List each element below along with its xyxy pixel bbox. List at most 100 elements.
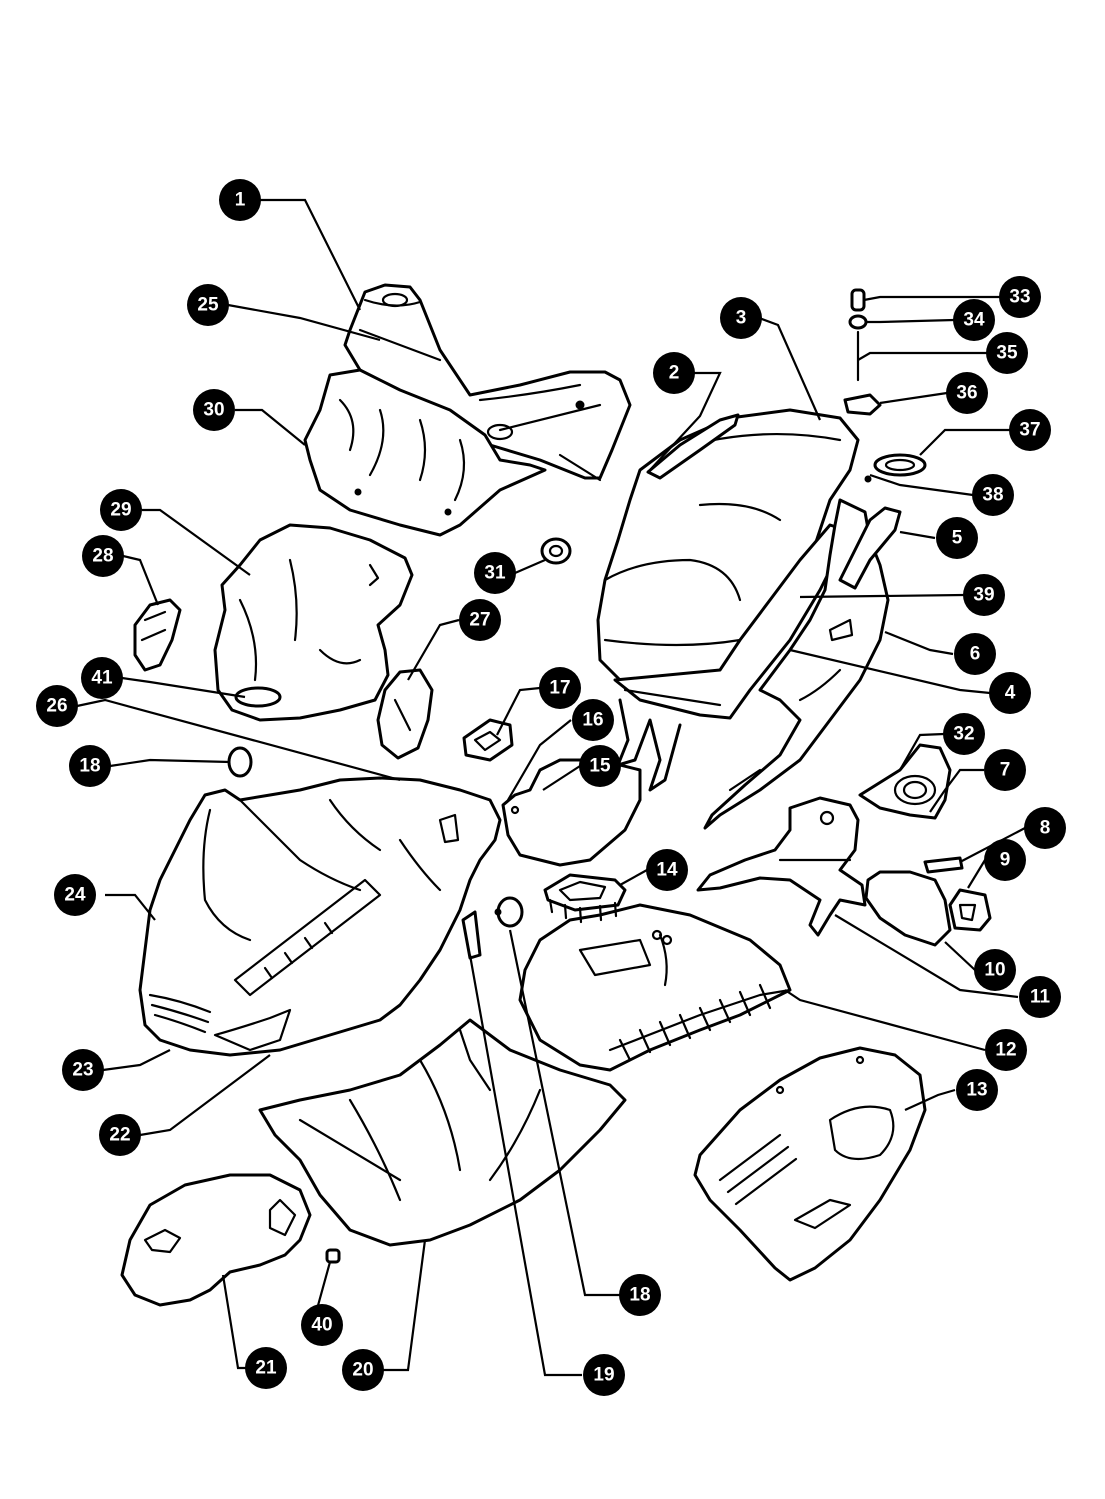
svg-text:4: 4 — [1005, 683, 1016, 704]
callout-36: 36 — [946, 372, 988, 414]
grab-handle-part — [838, 506, 902, 590]
inner-shield-part — [213, 523, 414, 722]
svg-text:24: 24 — [64, 885, 86, 906]
svg-text:36: 36 — [956, 383, 977, 404]
seat-part — [596, 408, 860, 792]
svg-text:16: 16 — [582, 710, 603, 731]
svg-text:38: 38 — [982, 485, 1003, 506]
callout-34: 34 — [953, 299, 995, 341]
svg-text:28: 28 — [92, 546, 113, 567]
svg-text:41: 41 — [91, 668, 113, 689]
hardware-parts — [843, 288, 927, 483]
callout-30: 30 — [193, 389, 235, 431]
svg-text:23: 23 — [72, 1060, 93, 1081]
callout-5: 5 — [936, 517, 978, 559]
nut-part — [325, 1248, 341, 1264]
cap-part — [227, 746, 253, 778]
svg-text:2: 2 — [669, 363, 680, 384]
callout-41: 41 — [81, 657, 123, 699]
callout-8: 8 — [1024, 807, 1066, 849]
svg-text:33: 33 — [1009, 287, 1030, 308]
svg-text:22: 22 — [109, 1125, 130, 1146]
meter-lens-part — [133, 598, 182, 672]
floor-panel-part — [518, 903, 792, 1072]
grommet-part — [540, 537, 572, 565]
svg-text:19: 19 — [593, 1365, 614, 1386]
svg-text:9: 9 — [1000, 850, 1011, 871]
rear-cover-part — [858, 743, 952, 820]
svg-text:13: 13 — [966, 1080, 987, 1101]
callout-28: 28 — [82, 535, 124, 577]
svg-text:32: 32 — [953, 724, 974, 745]
svg-text:15: 15 — [589, 756, 611, 777]
callout-25: 25 — [187, 284, 229, 326]
rear-bracket-part — [696, 796, 867, 937]
svg-text:14: 14 — [656, 860, 678, 881]
svg-text:20: 20 — [352, 1360, 373, 1381]
callout-18-lower: 18 — [619, 1274, 661, 1316]
callout-1: 1 — [219, 179, 261, 221]
callout-7: 7 — [984, 749, 1026, 791]
callout-40: 40 — [301, 1304, 343, 1346]
callout-31: 31 — [474, 552, 516, 594]
callout-14: 14 — [646, 849, 688, 891]
callout-20: 20 — [342, 1349, 384, 1391]
seat-strip-part — [646, 413, 740, 480]
callout-38: 38 — [972, 474, 1014, 516]
svg-text:18: 18 — [79, 756, 100, 777]
callout-19: 19 — [583, 1354, 625, 1396]
callout-37: 37 — [1009, 409, 1051, 451]
rear-panel-part — [864, 870, 952, 947]
svg-text:11: 11 — [1030, 987, 1051, 1008]
svg-text:21: 21 — [255, 1358, 277, 1379]
svg-text:30: 30 — [203, 400, 224, 421]
svg-text:35: 35 — [996, 343, 1018, 364]
front-body-part — [138, 776, 502, 1057]
callout-35: 35 — [986, 332, 1028, 374]
svg-text:5: 5 — [952, 528, 963, 549]
callout-22: 22 — [99, 1114, 141, 1156]
svg-text:40: 40 — [311, 1315, 332, 1336]
callout-39: 39 — [963, 574, 1005, 616]
callout-32: 32 — [943, 713, 985, 755]
tunnel-box-part — [543, 873, 627, 924]
mirror-cover-part — [376, 668, 434, 760]
svg-text:39: 39 — [973, 585, 994, 606]
callout-10: 10 — [974, 949, 1016, 991]
callout-3: 3 — [720, 297, 762, 339]
callout-29: 29 — [100, 489, 142, 531]
svg-text:37: 37 — [1019, 420, 1040, 441]
callout-24: 24 — [54, 874, 96, 916]
svg-text:34: 34 — [963, 310, 985, 331]
svg-text:18: 18 — [629, 1285, 650, 1306]
callout-15: 15 — [579, 745, 621, 787]
callout-33: 33 — [999, 276, 1041, 318]
callout-2: 2 — [653, 352, 695, 394]
callouts: 1 2 3 4 5 6 7 8 9 10 11 12 13 14 15 16 1… — [36, 179, 1066, 1396]
svg-text:17: 17 — [549, 678, 570, 699]
part-drawings — [120, 283, 992, 1307]
small-trim-parts — [923, 856, 992, 932]
svg-text:25: 25 — [197, 295, 219, 316]
svg-text:3: 3 — [736, 308, 747, 329]
callout-27: 27 — [459, 599, 501, 641]
callout-26: 26 — [36, 685, 78, 727]
svg-text:6: 6 — [970, 644, 981, 665]
svg-text:12: 12 — [995, 1040, 1016, 1061]
callout-9: 9 — [984, 839, 1026, 881]
leader-lines — [76, 198, 1026, 1377]
callout-4: 4 — [989, 672, 1031, 714]
callout-13: 13 — [956, 1069, 998, 1111]
svg-text:27: 27 — [469, 610, 490, 631]
svg-text:7: 7 — [1000, 760, 1011, 781]
callout-18-upper: 18 — [69, 745, 111, 787]
svg-text:10: 10 — [984, 960, 1005, 981]
svg-text:26: 26 — [46, 696, 67, 717]
svg-text:29: 29 — [110, 500, 131, 521]
callout-23: 23 — [62, 1049, 104, 1091]
callout-21: 21 — [245, 1347, 287, 1389]
handlebar-cover-part — [343, 283, 632, 482]
callout-17: 17 — [539, 667, 581, 709]
front-fender-part — [120, 1173, 312, 1307]
